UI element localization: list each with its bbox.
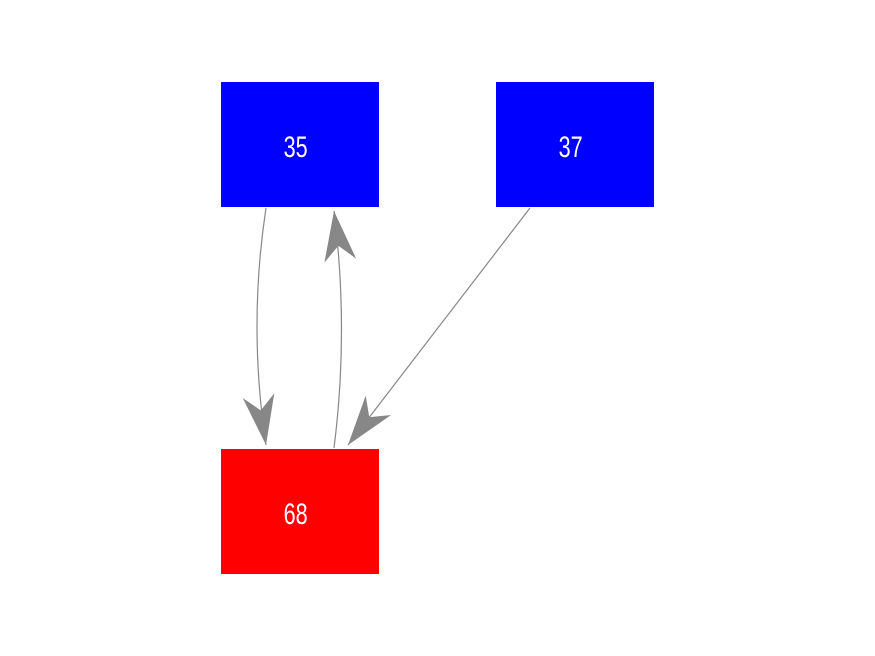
arrowhead-37-to-68 — [348, 395, 392, 445]
arrowhead-68-to-35 — [324, 211, 357, 263]
node-37-label: 37 — [558, 130, 584, 164]
node-68: 68 — [221, 449, 379, 574]
node-68-label: 68 — [283, 497, 309, 531]
edge-line-37-to-68 — [347, 207, 531, 446]
node-35-label: 35 — [283, 130, 309, 164]
arrowhead-35-to-68 — [242, 393, 275, 445]
node-37: 37 — [496, 82, 654, 207]
node-35: 35 — [221, 82, 379, 207]
